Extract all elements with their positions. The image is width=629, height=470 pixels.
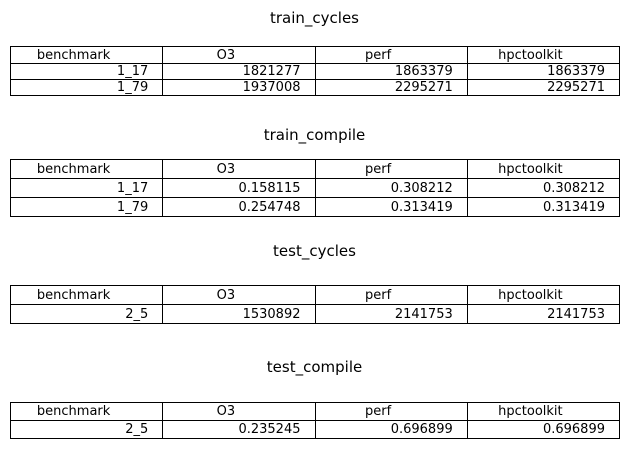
column-header: O3 — [162, 402, 316, 421]
table-cell: 1_79 — [9, 79, 164, 96]
column-header: O3 — [162, 159, 316, 179]
table-cell: 0.696899 — [314, 420, 468, 439]
table-cell: 2141753 — [314, 304, 468, 324]
column-header: O3 — [162, 285, 316, 305]
table-title-train-compile: train_compile — [263, 126, 366, 144]
table-cell: 1863379 — [314, 63, 468, 80]
table-header-row: benchmark O3 perf hpctoolkit — [9, 46, 621, 64]
table-row: 2_5 1530892 2141753 2141753 — [9, 304, 621, 324]
table-cell: 0.308212 — [314, 178, 468, 198]
table-row: 1_17 0.158115 0.308212 0.308212 — [9, 178, 621, 198]
table-cell: 2141753 — [466, 304, 621, 324]
table-row: 1_79 0.254748 0.313419 0.313419 — [9, 197, 621, 217]
column-header: perf — [314, 46, 468, 64]
table-title-test-compile: test_compile — [266, 358, 363, 376]
table-test-compile: benchmark O3 perf hpctoolkit 2_5 0.23524… — [9, 402, 621, 439]
table-header-row: benchmark O3 perf hpctoolkit — [9, 285, 621, 305]
table-cell: 1937008 — [162, 79, 316, 96]
column-header: hpctoolkit — [466, 285, 621, 305]
table-title-test-cycles: test_cycles — [273, 242, 356, 260]
table-cell: 1_17 — [9, 178, 164, 198]
column-header: perf — [314, 159, 468, 179]
table-cell: 1_17 — [9, 63, 164, 80]
table-header-row: benchmark O3 perf hpctoolkit — [9, 402, 621, 421]
column-header: O3 — [162, 46, 316, 64]
column-header: perf — [314, 285, 468, 305]
table-cell: 0.254748 — [162, 197, 316, 217]
table-cell: 1530892 — [162, 304, 316, 324]
column-header: benchmark — [9, 285, 164, 305]
table-cell: 2295271 — [466, 79, 621, 96]
column-header: perf — [314, 402, 468, 421]
table-row: 2_5 0.235245 0.696899 0.696899 — [9, 420, 621, 439]
table-cell: 0.158115 — [162, 178, 316, 198]
table-row: 1_17 1821277 1863379 1863379 — [9, 63, 621, 80]
table-title-train-cycles: train_cycles — [270, 9, 359, 27]
column-header: benchmark — [9, 402, 164, 421]
table-train-cycles: benchmark O3 perf hpctoolkit 1_17 182127… — [9, 46, 621, 96]
table-cell: 0.313419 — [314, 197, 468, 217]
table-test-cycles: benchmark O3 perf hpctoolkit 2_5 1530892… — [9, 285, 621, 324]
column-header: hpctoolkit — [466, 402, 621, 421]
column-header: benchmark — [9, 46, 164, 64]
column-header: hpctoolkit — [466, 159, 621, 179]
table-cell: 2_5 — [9, 420, 164, 439]
column-header: hpctoolkit — [466, 46, 621, 64]
table-row: 1_79 1937008 2295271 2295271 — [9, 79, 621, 96]
table-cell: 0.313419 — [466, 197, 621, 217]
table-cell: 1821277 — [162, 63, 316, 80]
table-cell: 2295271 — [314, 79, 468, 96]
table-cell: 1863379 — [466, 63, 621, 80]
table-cell: 0.235245 — [162, 420, 316, 439]
column-header: benchmark — [9, 159, 164, 179]
table-cell: 1_79 — [9, 197, 164, 217]
table-header-row: benchmark O3 perf hpctoolkit — [9, 159, 621, 179]
table-cell: 0.696899 — [466, 420, 621, 439]
table-train-compile: benchmark O3 perf hpctoolkit 1_17 0.1581… — [9, 159, 621, 217]
table-cell: 0.308212 — [466, 178, 621, 198]
table-cell: 2_5 — [9, 304, 164, 324]
